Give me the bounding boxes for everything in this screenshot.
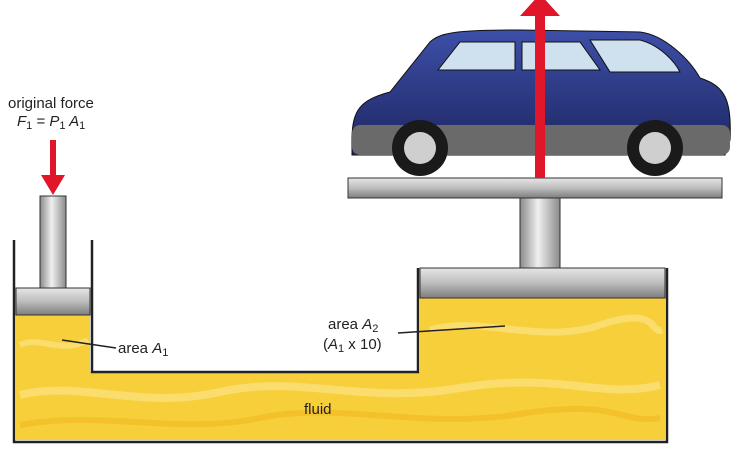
label-text: ( (323, 336, 328, 353)
label-text: area (328, 316, 363, 333)
container-outline (12, 240, 669, 444)
original-force-label: original force (8, 95, 94, 112)
fluid (16, 298, 665, 440)
label-symbol: A (152, 340, 163, 357)
lift-force-arrow (520, 0, 560, 178)
label-symbol: A (362, 316, 373, 333)
formula-p: P (49, 113, 60, 130)
label-text: x 10) (344, 336, 382, 353)
force-formula: F1 = P1 A1 (17, 113, 85, 132)
formula-f: F (17, 113, 27, 130)
formula-sub: 1 (79, 120, 86, 132)
area-a2-label: area A2 (328, 316, 378, 335)
original-force-arrow (41, 140, 65, 195)
formula-a: A (65, 113, 80, 130)
label-sub: 1 (162, 347, 169, 359)
label-text: area (118, 340, 153, 357)
fluid-label: fluid (304, 401, 332, 418)
area-a1-label: area A1 (118, 340, 168, 359)
label-sub: 2 (372, 323, 379, 335)
label-sub: 1 (338, 343, 345, 355)
formula-eq: = (32, 113, 50, 130)
small-piston (15, 195, 91, 316)
area-a1-leader (61, 339, 117, 349)
formula-sub: 1 (59, 120, 66, 132)
formula-sub: 1 (26, 120, 33, 132)
area-a2-relation: (A1 x 10) (323, 336, 382, 355)
area-a2-leader (397, 325, 506, 334)
label-symbol: A (328, 336, 339, 353)
large-piston (347, 177, 723, 299)
